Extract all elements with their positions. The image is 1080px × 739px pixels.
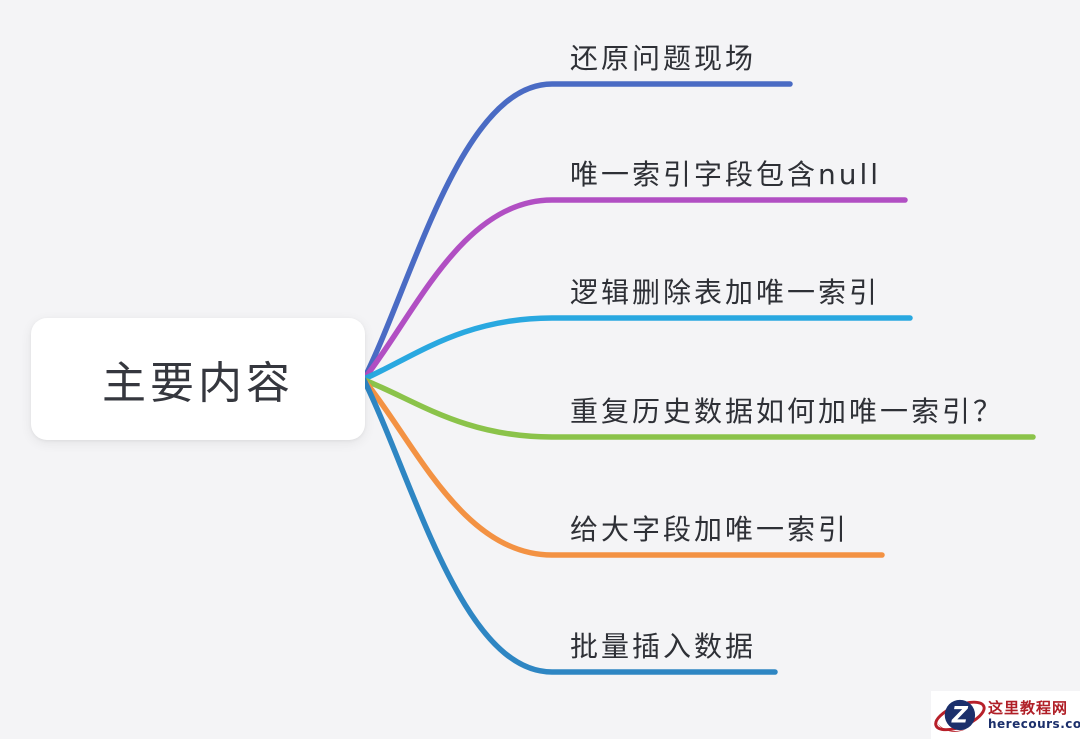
branch-node-4[interactable]: 重复历史数据如何加唯一索引？ <box>570 395 1005 428</box>
root-node[interactable]: 主要内容 <box>31 318 365 440</box>
branch-line-6 <box>361 377 778 675</box>
logo-letter: Z <box>951 703 969 728</box>
branch-node-3[interactable]: 逻辑删除表加唯一索引 <box>570 276 881 309</box>
root-node-label: 主要内容 <box>102 358 294 409</box>
branch-node-6[interactable]: 批量插入数据 <box>570 630 757 663</box>
branch-node-5[interactable]: 给大字段加唯一索引 <box>570 513 850 546</box>
watermark-site-url: herecours.com <box>988 717 1080 731</box>
watermark-site-name: 这里教程网 <box>988 699 1069 717</box>
branch-line-4 <box>361 377 1036 440</box>
branch-line-5 <box>361 377 885 558</box>
branch-line-1 <box>361 81 793 382</box>
branch-line-2 <box>361 197 908 382</box>
branch-line-3 <box>361 315 913 382</box>
branch-node-2[interactable]: 唯一索引字段包含null <box>570 158 882 191</box>
branch-node-1[interactable]: 还原问题现场 <box>570 42 757 75</box>
site-logo-icon: Z <box>934 699 986 732</box>
watermark[interactable]: Z 这里教程网 herecours.com <box>931 691 1080 739</box>
